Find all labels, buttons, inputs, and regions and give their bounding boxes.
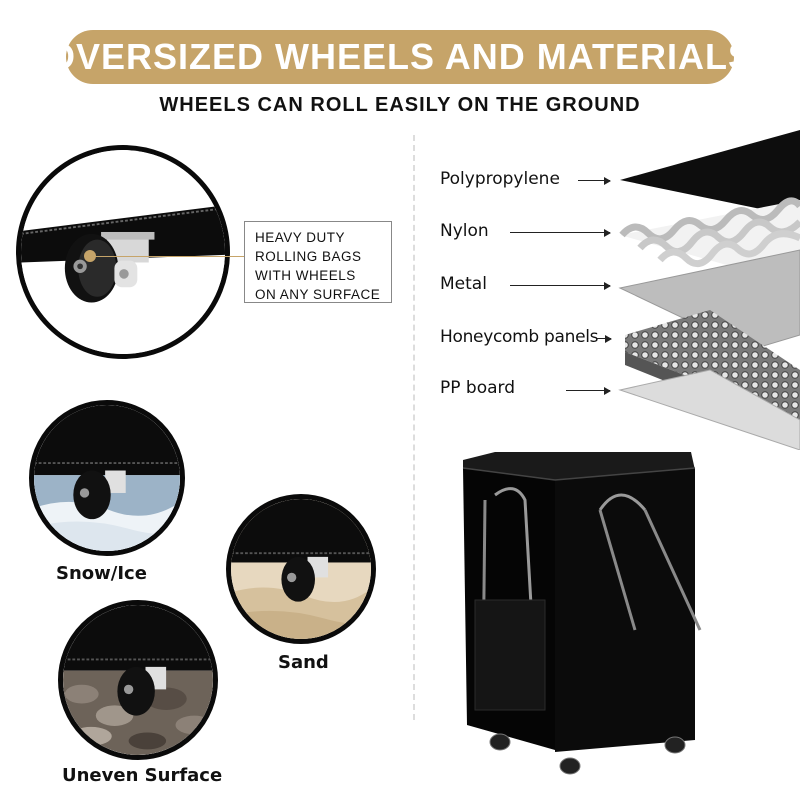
snow-wheel-image: [34, 405, 180, 551]
arrow-pp-board: [566, 386, 611, 395]
arrow-polypropylene: [578, 176, 611, 185]
wheel-detail-circle: [16, 145, 230, 359]
terrain-label-uneven: Uneven Surface: [62, 765, 223, 786]
pp-board-layer: [618, 369, 800, 450]
callout-line-4: ON ANY SURFACE: [255, 287, 381, 302]
feature-callout: HEAVY DUTY ROLLING BAGS WITH WHEELS ON A…: [244, 221, 392, 303]
material-label-metal: Metal: [440, 274, 487, 294]
uneven-wheel-circle: [58, 600, 218, 760]
polypropylene-layer: [620, 130, 800, 215]
uneven-wheel-image: [63, 605, 213, 755]
material-label-pp-board: PP board: [440, 378, 515, 398]
sand-wheel-image: [231, 499, 371, 639]
arrow-nylon: [510, 228, 611, 237]
divider: [413, 135, 415, 720]
material-label-nylon: Nylon: [440, 221, 489, 241]
callout-line-1: HEAVY DUTY: [255, 230, 346, 245]
wheel-closeup-image: [21, 150, 225, 354]
banner-title: OVERSIZED WHEELS AND MATERIALS: [46, 36, 754, 77]
arrow-metal: [510, 281, 611, 290]
subtitle: WHEELS CAN ROLL EASILY ON THE GROUND: [159, 94, 641, 116]
callout-leader-line: [90, 256, 244, 257]
title-banner: OVERSIZED WHEELS AND MATERIALS: [47, 30, 752, 84]
terrain-label-snow: Snow/Ice: [56, 563, 147, 584]
material-layers-illustration: [618, 130, 800, 450]
snow-wheel-circle: [29, 400, 185, 556]
rolling-bag-image: [462, 452, 702, 775]
material-label-polypropylene: Polypropylene: [440, 169, 560, 189]
terrain-label-sand: Sand: [278, 652, 329, 673]
callout-line-2: ROLLING BAGS: [255, 249, 362, 264]
sand-wheel-circle: [226, 494, 376, 644]
material-label-honeycomb: Honeycomb panels: [440, 327, 599, 347]
arrow-honeycomb: [597, 334, 612, 343]
callout-line-3: WITH WHEELS: [255, 268, 356, 283]
